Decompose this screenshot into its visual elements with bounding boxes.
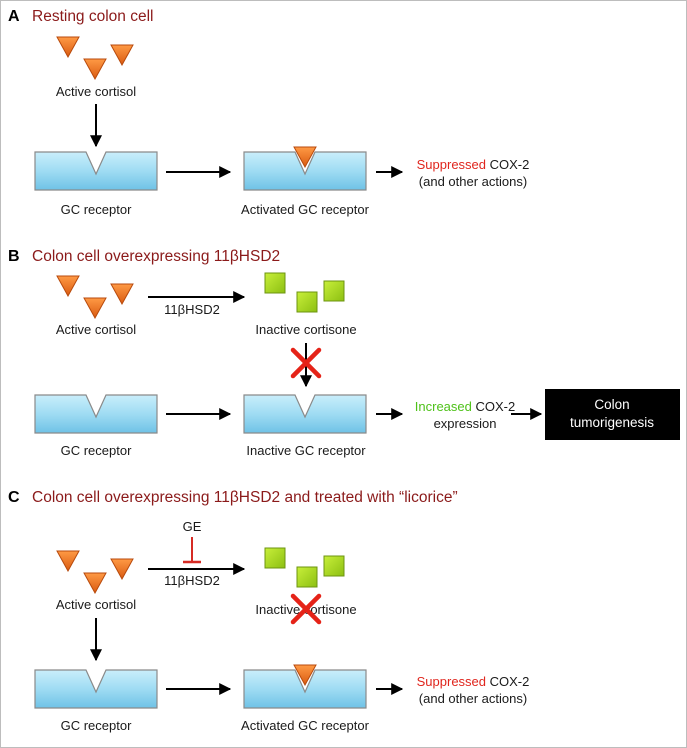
cortisol-triangle-icon: [83, 58, 107, 80]
cox2-word: COX-2: [486, 157, 529, 172]
panel-c-outcome-line1: Suppressed COX-2: [417, 674, 530, 689]
cortisone-square-icon: [296, 291, 318, 313]
panel-b-cortisol-label: Active cortisol: [56, 322, 136, 337]
panel-c-enzyme-label: 11βHSD2: [164, 573, 220, 588]
panel-b-letter: B: [8, 248, 20, 265]
cortisone-cross-icon: [290, 593, 322, 625]
panel-a-outcome-line1: Suppressed COX-2: [417, 157, 530, 172]
cortisone-square-icon: [264, 272, 286, 294]
suppressed-word: Suppressed: [417, 674, 486, 689]
panel-c-cortisol-group: [56, 550, 134, 594]
panel-c-receptor-label: GC receptor: [61, 718, 132, 733]
panel-b-outcome-line1: Increased COX-2: [415, 399, 515, 414]
panel-c-activated-label: Activated GC receptor: [241, 718, 370, 733]
tumorigenesis-box: [545, 389, 680, 440]
panel-a-cortisol-label: Active cortisol: [56, 84, 136, 99]
tumorigenesis-line2: tumorigenesis: [570, 415, 654, 430]
cortisone-square-icon: [323, 280, 345, 302]
panel-c-cortisone-group: [264, 547, 345, 588]
panel-a-letter: A: [8, 8, 20, 25]
panel-a-outcome-line2: (and other actions): [419, 174, 527, 189]
panel-a-activated-receptor: [243, 151, 367, 191]
cortisol-triangle-icon: [56, 275, 80, 297]
panel-c-outcome-line2: (and other actions): [419, 691, 527, 706]
cortisol-triangle-icon: [56, 550, 80, 572]
cortisol-triangle-icon: [83, 297, 107, 319]
panel-a-title: Resting colon cell: [32, 8, 153, 25]
cortisol-triangle-icon: [56, 36, 80, 58]
panel-c-letter: C: [8, 489, 20, 506]
inhibitor-ge-label: GE: [183, 519, 202, 534]
panel-c-cortisol-label: Active cortisol: [56, 597, 136, 612]
panel-b-inactive-receptor-label: Inactive GC receptor: [246, 443, 366, 458]
cortisone-square-icon: [296, 566, 318, 588]
suppressed-word: Suppressed: [417, 157, 486, 172]
cortisol-triangle-icon: [83, 572, 107, 594]
cortisol-triangle-icon: [110, 558, 134, 580]
panel-a-gc-receptor: [34, 151, 158, 191]
panel-a-receptor-label: GC receptor: [61, 202, 132, 217]
panel-c-gc-receptor: [34, 669, 158, 709]
panel-b-gc-receptor: [34, 394, 158, 434]
tumorigenesis-line1: Colon: [594, 397, 629, 412]
cortisol-triangle-icon: [110, 283, 134, 305]
panel-b-cortisol-group: [56, 275, 134, 319]
cortisol-triangle-icon: [110, 44, 134, 66]
panel-a-activated-label: Activated GC receptor: [241, 202, 370, 217]
panel-c-title: Colon cell overexpressing 11βHSD2 and tr…: [32, 489, 458, 506]
cox2-word: COX-2: [486, 674, 529, 689]
panel-b-inactive-receptor: [243, 394, 367, 434]
block-x-icon: [290, 347, 322, 379]
panel-b-receptor-label: GC receptor: [61, 443, 132, 458]
panel-b-cortisone-group: [264, 272, 345, 313]
increased-word: Increased: [415, 399, 472, 414]
panel-a-cortisol-group: [56, 36, 134, 80]
panel-b-enzyme-label: 11βHSD2: [164, 302, 220, 317]
cortisone-square-icon: [323, 555, 345, 577]
panel-c-activated-receptor: [243, 669, 367, 709]
panel-b-cortisone-label: Inactive cortisone: [255, 322, 356, 337]
panel-b-title: Colon cell overexpressing 11βHSD2: [32, 248, 280, 265]
cox2-word: COX-2: [472, 399, 515, 414]
cortisone-square-icon: [264, 547, 286, 569]
inhibition-bar-icon: [183, 537, 201, 564]
panel-b-outcome-line2: expression: [434, 416, 497, 431]
